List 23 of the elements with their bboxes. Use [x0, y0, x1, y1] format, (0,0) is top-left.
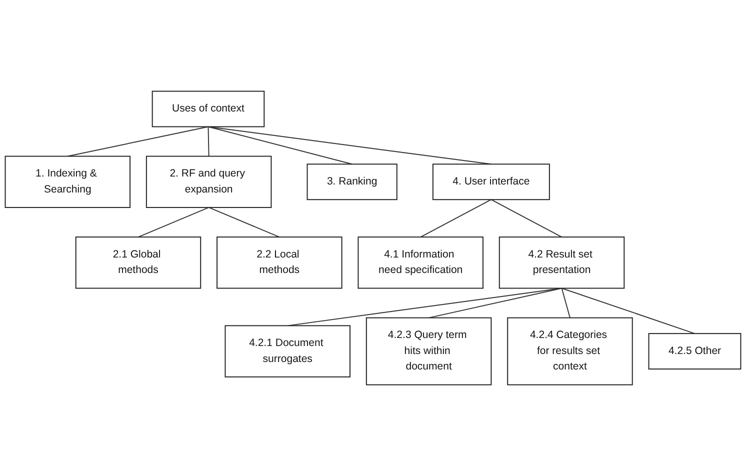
connector — [420, 199, 492, 238]
node-box: 2.2 Local methods — [216, 236, 342, 289]
node-box: 4.2.1 Document surrogates — [224, 325, 350, 378]
node-box: 4.1 Information need specification — [358, 236, 484, 289]
node-box: 4.2.3 Query term hits within document — [366, 317, 492, 386]
node-box: 4.2 Result set presentation — [498, 236, 625, 289]
node-box: 1. Indexing & Searching — [4, 156, 131, 208]
connector — [208, 206, 280, 238]
connector — [561, 288, 696, 334]
connector — [428, 288, 562, 318]
node-box: 4. User interface — [432, 164, 550, 200]
node-box: 2. RF and query expansion — [146, 156, 272, 208]
node-box: 4.2.4 Categories for results set context — [507, 317, 633, 386]
node-box: 2.1 Global methods — [75, 236, 202, 289]
node-box: Uses of context — [152, 90, 265, 128]
connector — [138, 206, 210, 238]
connector — [490, 199, 562, 238]
node-box: 3. Ranking — [306, 164, 398, 200]
connector — [208, 126, 210, 157]
connector — [561, 288, 570, 318]
connector — [208, 126, 353, 165]
connector — [67, 126, 209, 157]
node-box: 4.2.5 Other — [648, 333, 742, 370]
